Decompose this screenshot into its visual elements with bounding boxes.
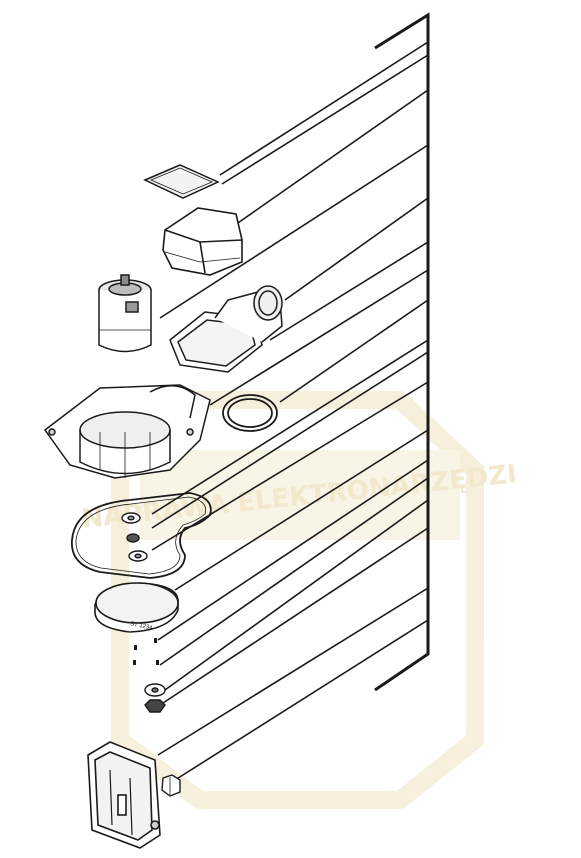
part-washers [121, 512, 148, 562]
part-clip [161, 774, 181, 797]
part-pins [133, 638, 159, 665]
part-bottom-frame [87, 741, 161, 849]
part-flat-seal [71, 492, 212, 579]
part-base-housing [43, 384, 211, 479]
part-gasket-plate [143, 164, 220, 199]
leader-lines [151, 41, 429, 781]
part-washer-nut [144, 683, 166, 713]
disk-marking-label: ST 1234 [130, 621, 154, 632]
leader-bracket [374, 12, 430, 692]
part-top-cover [162, 207, 243, 276]
part-fan-housing [169, 285, 283, 373]
part-motor [98, 274, 152, 353]
part-impeller-disk: ST 1234 [94, 582, 179, 633]
part-ring-gasket [222, 394, 278, 432]
